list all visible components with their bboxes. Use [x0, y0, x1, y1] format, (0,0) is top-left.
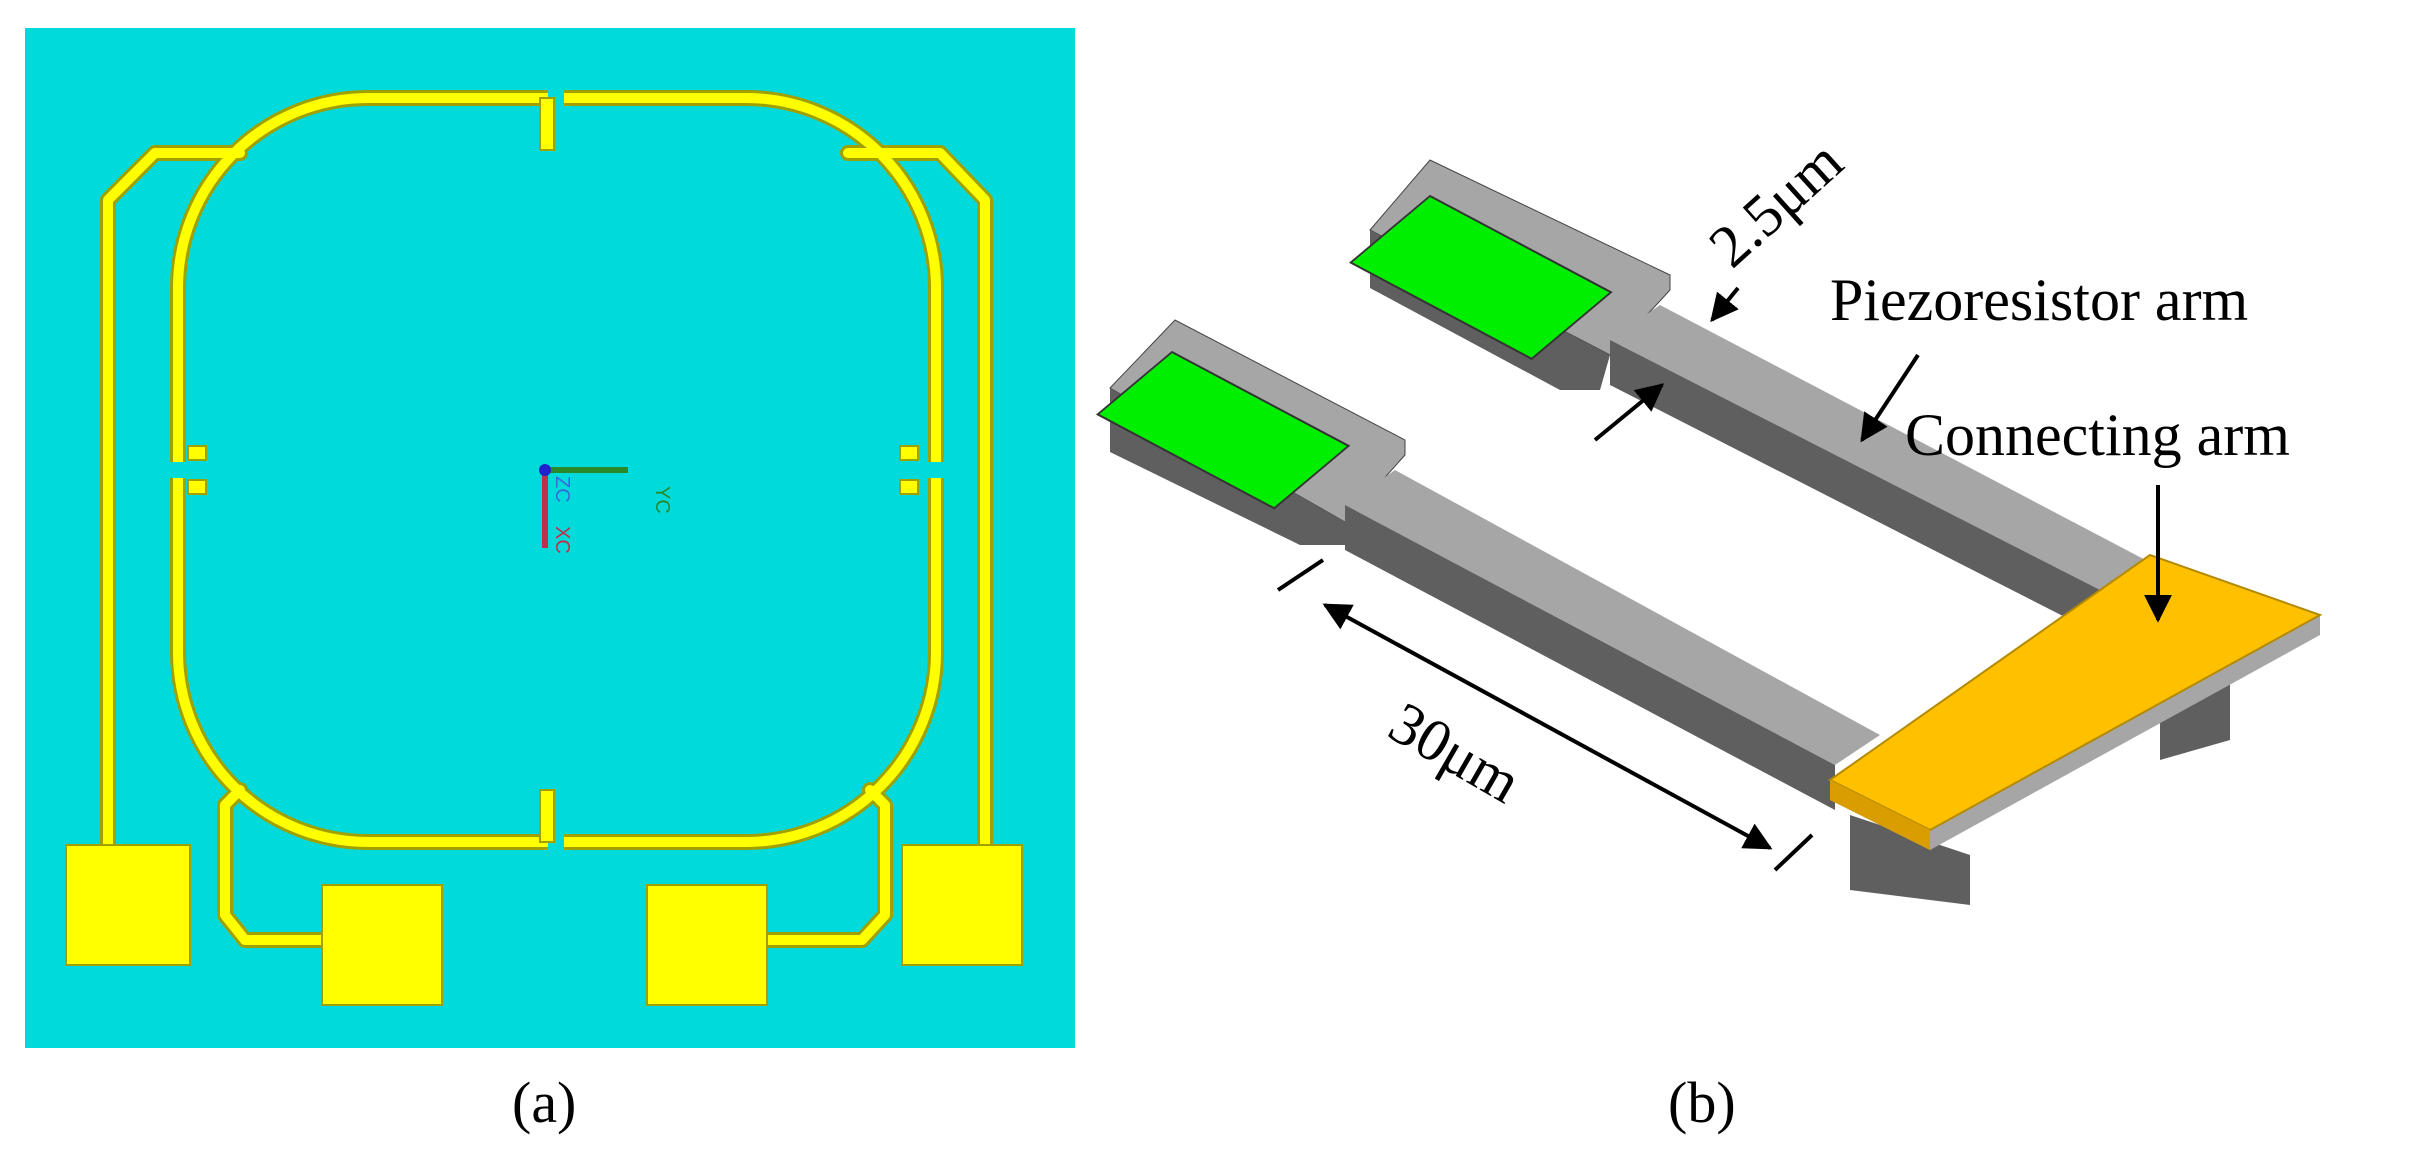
piezoresistor-arm-label: Piezoresistor arm — [1830, 267, 2248, 333]
width-dimension-label: 2.5μm — [1697, 128, 1855, 280]
bond-pad-1 — [65, 844, 191, 966]
bond-pad-4 — [901, 844, 1023, 966]
lower-pad-sensor — [1095, 350, 1351, 510]
upper-beam-top — [1610, 305, 2155, 595]
bond-pad-2 — [321, 884, 443, 1006]
connecting-arm-block — [1828, 553, 2323, 905]
zc-axis — [539, 464, 551, 476]
dimension-annotations — [1276, 286, 2172, 872]
length-tick-right — [1773, 833, 1814, 872]
xc-label: XC — [551, 526, 573, 554]
ring-gap-right — [922, 462, 948, 478]
width-arrow-upper — [1710, 286, 1740, 323]
upper-pad-sensor — [1348, 194, 1613, 360]
ring-tab-left-2 — [187, 479, 207, 495]
upper-beam-side — [1610, 340, 2110, 640]
ring-tab-right — [899, 445, 919, 461]
ring-tab-top — [539, 97, 555, 151]
coordinate-triad: ZC YC XC — [539, 464, 673, 554]
ring-tab-bottom — [539, 789, 555, 843]
length-dimension-label: 30μm — [1379, 689, 1532, 816]
zc-label: ZC — [551, 476, 573, 503]
bond-pads — [65, 844, 1023, 1006]
lower-right-trace — [755, 785, 890, 945]
panel-b: 2.5μm 30μm Piezoresistor arm Connecting … — [1095, 128, 2323, 1135]
ring-tab-right-2 — [899, 479, 919, 495]
connecting-arm-label: Connecting arm — [1905, 402, 2290, 468]
left-outer-trace — [103, 148, 245, 865]
ring-tabs — [187, 97, 919, 843]
ring-gap-left — [166, 462, 192, 478]
panel-label-b: (b) — [1668, 1070, 1736, 1135]
upper-pad-block — [1348, 159, 1671, 390]
length-tick-left — [1276, 558, 1325, 592]
panel-label-a: (a) — [512, 1070, 576, 1135]
width-arrow-lower — [1593, 383, 1665, 442]
bond-pad-3 — [646, 884, 768, 1006]
panel-a: ZC YC XC (a) — [25, 28, 1075, 1135]
support-post-left — [1850, 815, 1970, 905]
lower-pad-block — [1095, 319, 1406, 545]
yc-label: YC — [651, 486, 673, 514]
piezoresistor-pointer — [1860, 353, 1920, 443]
connecting-arm-front — [1830, 780, 1930, 850]
lower-left-trace — [220, 785, 345, 945]
ring-tab-left — [187, 445, 207, 461]
upper-beam — [1610, 305, 2155, 640]
right-outer-trace — [843, 148, 990, 865]
length-arrow — [1322, 603, 1773, 850]
